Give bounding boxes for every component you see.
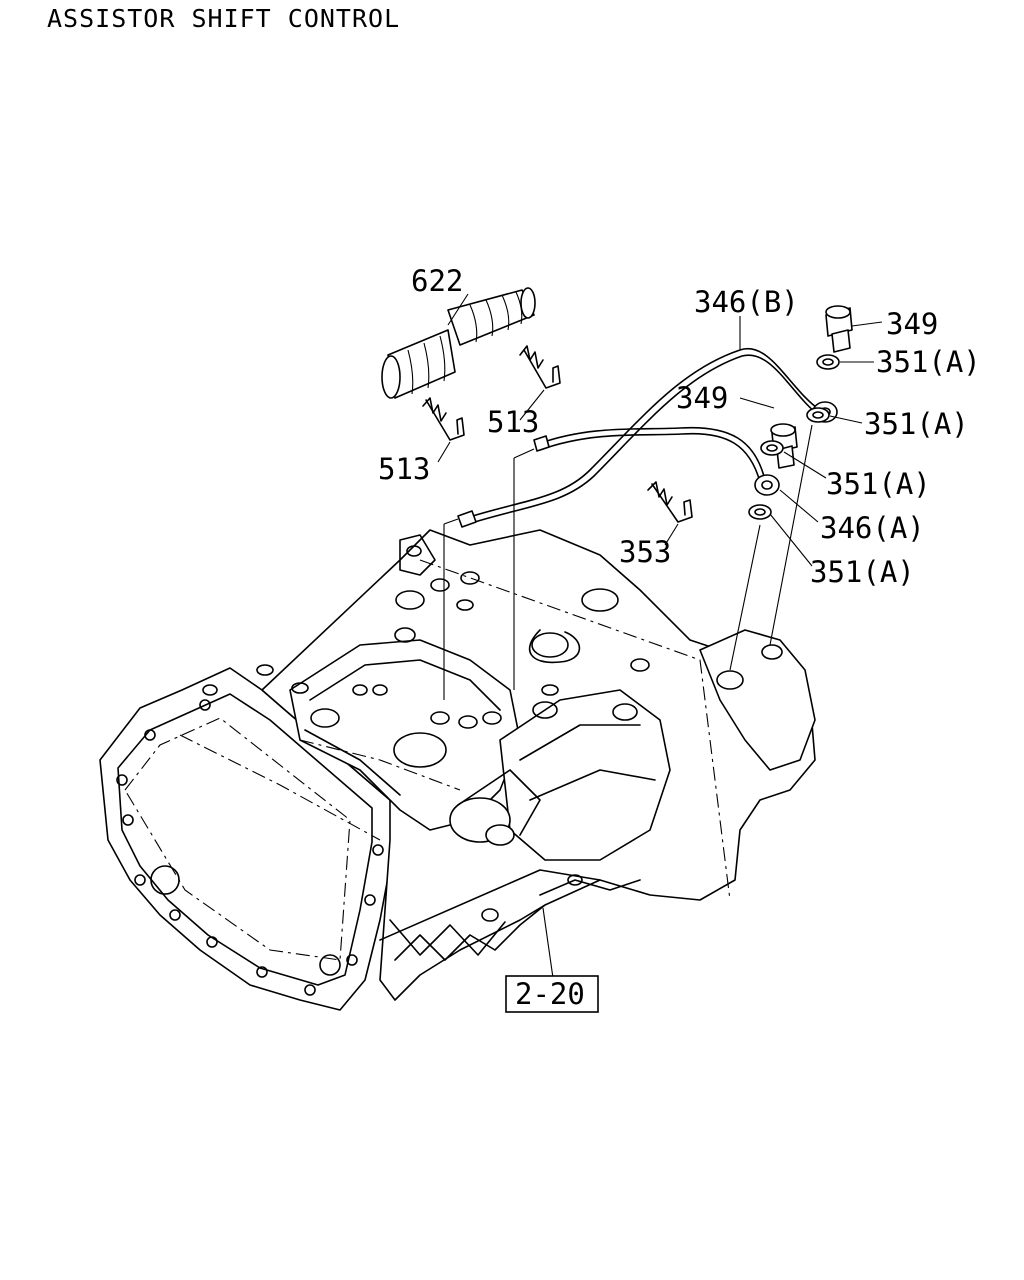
callout-346a: 346(A): [820, 511, 925, 545]
callout-353: 353: [619, 535, 671, 569]
callout-349-upper: 349: [886, 307, 938, 341]
corrugated-hose-icon: [381, 287, 536, 399]
callout-346b: 346(B): [694, 285, 799, 319]
callout-351a-4: 351(A): [810, 555, 915, 589]
callout-351a-2: 351(A): [864, 407, 969, 441]
leader-lines: [447, 293, 883, 979]
cable-clip-icon: [422, 345, 693, 523]
callout-622: 622: [411, 264, 463, 298]
eye-bolt-icon: [770, 305, 853, 469]
reference-box[interactable]: 2-20: [505, 975, 599, 1013]
callout-351a-1: 351(A): [876, 345, 981, 379]
transmission-housing-icon: [99, 529, 816, 1011]
callout-513-upper: 513: [487, 405, 539, 439]
reference-label: 2-20: [515, 977, 585, 1011]
sealing-washer-icon: [748, 354, 840, 520]
pipe-icon: [443, 347, 838, 700]
callout-513-lower: 513: [378, 452, 430, 486]
callout-351a-3: 351(A): [826, 467, 931, 501]
callout-349-lower: 349: [676, 381, 728, 415]
page-title: ASSISTOR SHIFT CONTROL: [47, 4, 401, 33]
